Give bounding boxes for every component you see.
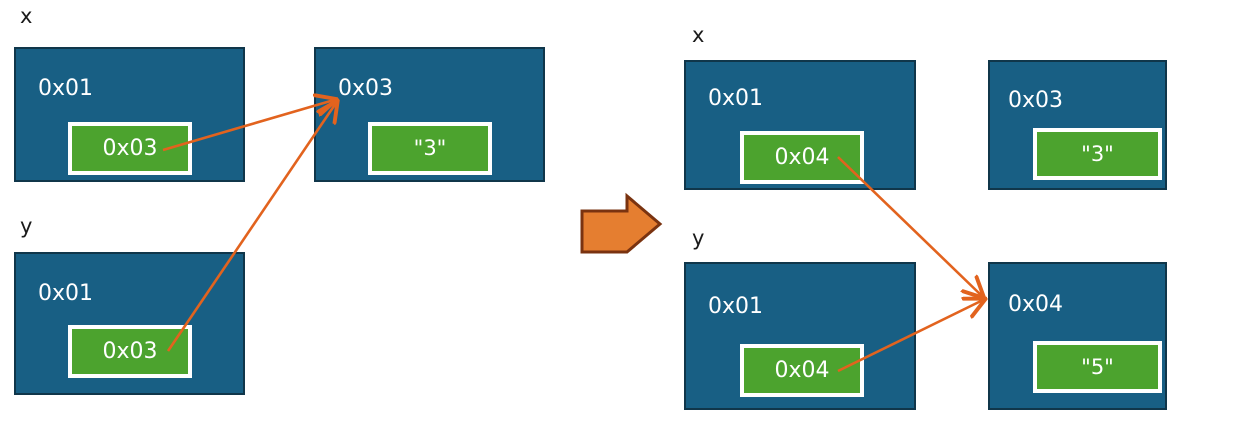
- after-x-address-label: 0x01: [708, 86, 764, 111]
- after-heap-address-label-0x03: 0x03: [1008, 88, 1064, 113]
- after-variable-label-y: y: [692, 226, 705, 250]
- after-heap-value-text-0x04: "5": [1081, 354, 1114, 379]
- right-arrow-icon: [580, 192, 663, 254]
- before-y-value-text: 0x03: [102, 338, 158, 364]
- before-x-address-label: 0x01: [38, 76, 94, 101]
- after-y-value-cell[interactable]: 0x04: [740, 344, 864, 397]
- before-heap-address-label-0x03: 0x03: [338, 76, 394, 101]
- after-y-address-label: 0x01: [708, 294, 764, 319]
- before-heap-value-text-0x03: "3": [413, 136, 447, 160]
- after-y-value-text: 0x04: [774, 357, 830, 383]
- after-x-value-cell[interactable]: 0x04: [740, 131, 864, 184]
- before-variable-label-y: y: [20, 214, 33, 238]
- before-x-value-cell[interactable]: 0x03: [68, 122, 192, 175]
- after-x-value-text: 0x04: [774, 144, 830, 170]
- after-heap-value-text-0x03: "3": [1081, 141, 1114, 166]
- before-heap-value-cell-0x03[interactable]: "3": [368, 122, 492, 175]
- before-y-value-cell[interactable]: 0x03: [68, 325, 192, 378]
- after-variable-label-x: x: [692, 23, 705, 47]
- after-heap-value-cell-0x04[interactable]: "5": [1033, 341, 1162, 393]
- after-heap-value-cell-0x03[interactable]: "3": [1033, 128, 1162, 180]
- before-x-value-text: 0x03: [102, 135, 158, 161]
- before-variable-label-x: x: [20, 4, 33, 28]
- after-heap-address-label-0x04: 0x04: [1008, 292, 1064, 317]
- before-y-address-label: 0x01: [38, 281, 94, 306]
